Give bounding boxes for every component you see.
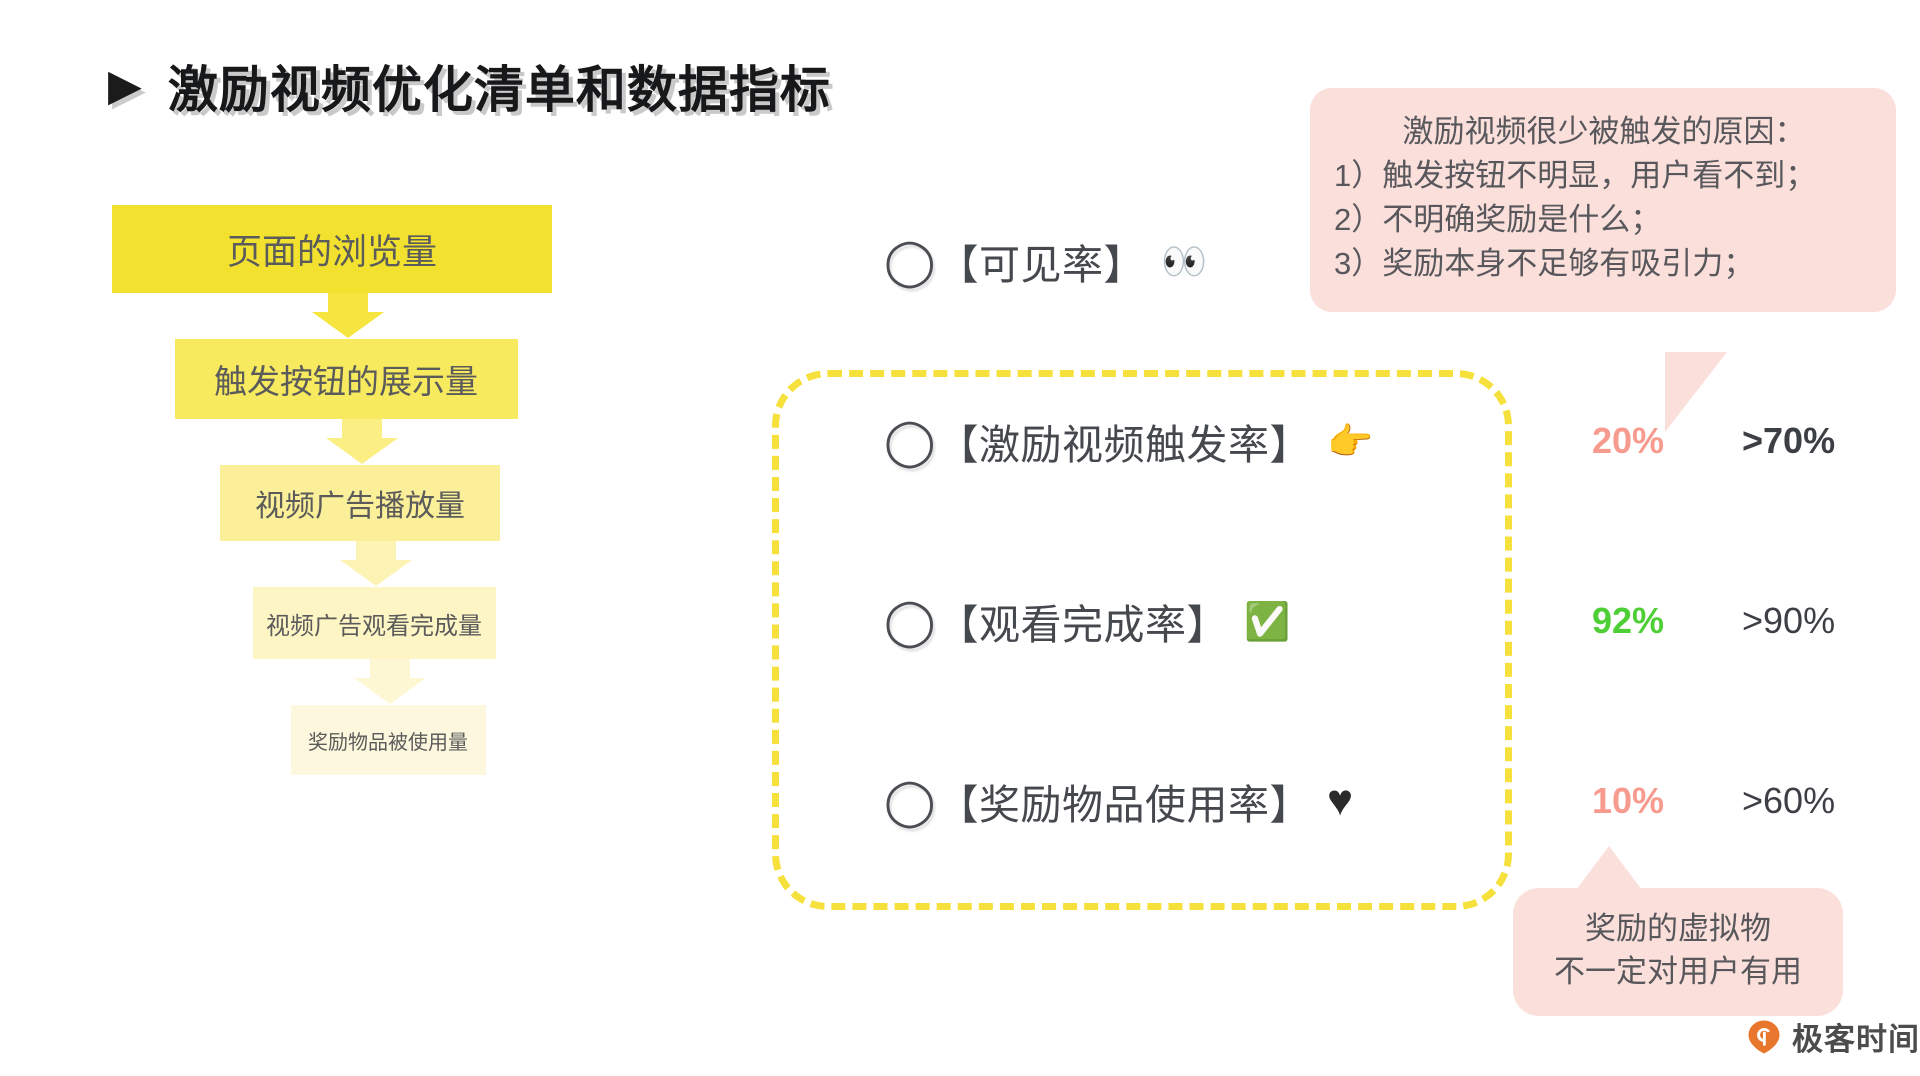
metric-row[interactable]: ◯【观看完成率】 ✅ bbox=[884, 588, 1290, 654]
geektime-logo: 极客时间 bbox=[1746, 1014, 1920, 1059]
callout-reward: 奖励的虚拟物 不一定对用户有用 bbox=[1513, 888, 1843, 1016]
geektime-logo-mark-icon bbox=[1746, 1019, 1782, 1055]
metric-label: 【激励视频触发率】 bbox=[937, 422, 1311, 468]
metric-values: 10% >60% bbox=[1592, 780, 1835, 822]
callout-reasons-line-3: 3）奖励本身不足够有吸引力； bbox=[1334, 246, 1755, 282]
callout-reasons-tail bbox=[1665, 352, 1727, 432]
metric-target-value: >60% bbox=[1742, 780, 1836, 821]
metric-values: 92% >90% bbox=[1592, 600, 1835, 642]
callout-reasons: 激励视频很少被触发的原因： 1）触发按钮不明显，用户看不到； 2）不明确奖励是什… bbox=[1310, 88, 1896, 313]
metric-bullet-circle-icon: ◯ bbox=[884, 235, 936, 287]
funnel-stage-label: 触发按钮的展示量 bbox=[214, 363, 478, 400]
metric-bullet-circle-icon: ◯ bbox=[884, 595, 936, 647]
callout-reasons-line-0: 激励视频很少被触发的原因： bbox=[1402, 114, 1806, 149]
funnel-stage-label: 视频广告观看完成量 bbox=[266, 612, 482, 640]
metric-row[interactable]: ◯【激励视频触发率】 👉 bbox=[884, 408, 1373, 474]
funnel-stage-label: 视频广告播放量 bbox=[255, 490, 465, 523]
callout-reward-line-1: 不一定对用户有用 bbox=[1554, 953, 1802, 989]
metric-bullet-circle-icon: ◯ bbox=[884, 415, 936, 467]
funnel-stage: 视频广告播放量 bbox=[220, 465, 500, 541]
metric-actual-value: 10% bbox=[1592, 780, 1665, 821]
title-triangle-icon: ▶ bbox=[108, 61, 142, 110]
metric-bullet-circle-icon: ◯ bbox=[884, 775, 936, 827]
metric-label: 【观看完成率】 bbox=[937, 602, 1228, 648]
geektime-logo-text: 极客时间 bbox=[1792, 1022, 1920, 1057]
metric-row[interactable]: ◯【奖励物品使用率】 ♥ bbox=[884, 768, 1353, 834]
eyes-emoji: 👀 bbox=[1160, 240, 1208, 282]
metric-label: 【可见率】 bbox=[937, 242, 1145, 288]
callout-reward-tail bbox=[1573, 846, 1645, 894]
funnel-stage: 触发按钮的展示量 bbox=[174, 339, 518, 419]
funnel-diagram: 页面的浏览量触发按钮的展示量视频广告播放量视频广告观看完成量奖励物品被使用量 bbox=[0, 205, 660, 995]
metric-actual-value: 92% bbox=[1592, 600, 1665, 641]
callout-reasons-line-1: 1）触发按钮不明显，用户看不到； bbox=[1334, 158, 1817, 194]
metric-target-value: >90% bbox=[1742, 600, 1836, 641]
page-title-text: 激励视频优化清单和数据指标 bbox=[167, 62, 831, 118]
pointing-right-emoji: 👉 bbox=[1326, 420, 1374, 462]
metric-label: 【奖励物品使用率】 bbox=[937, 782, 1311, 828]
funnel-stage: 奖励物品被使用量 bbox=[290, 705, 486, 775]
highlighted-metrics-group bbox=[772, 370, 1512, 910]
funnel-stage: 视频广告观看完成量 bbox=[252, 587, 496, 659]
metric-values: 20% >70% bbox=[1592, 420, 1835, 462]
callout-reasons-line-2: 2）不明确奖励是什么； bbox=[1334, 202, 1662, 238]
page-title: ▶ 激励视频优化清单和数据指标 bbox=[108, 50, 831, 122]
check-mark-button-emoji: ✅ bbox=[1243, 600, 1291, 642]
heart-icon: ♥ bbox=[1326, 776, 1354, 825]
metric-actual-value: 20% bbox=[1592, 420, 1665, 461]
metric-row[interactable]: ◯【可见率】 👀 bbox=[884, 228, 1207, 294]
funnel-stage-label: 页面的浏览量 bbox=[226, 232, 437, 272]
funnel-stage-label: 奖励物品被使用量 bbox=[308, 731, 468, 754]
metric-target-value: >70% bbox=[1742, 420, 1836, 461]
callout-reward-line-0: 奖励的虚拟物 bbox=[1585, 911, 1771, 946]
funnel-stage: 页面的浏览量 bbox=[112, 205, 552, 293]
